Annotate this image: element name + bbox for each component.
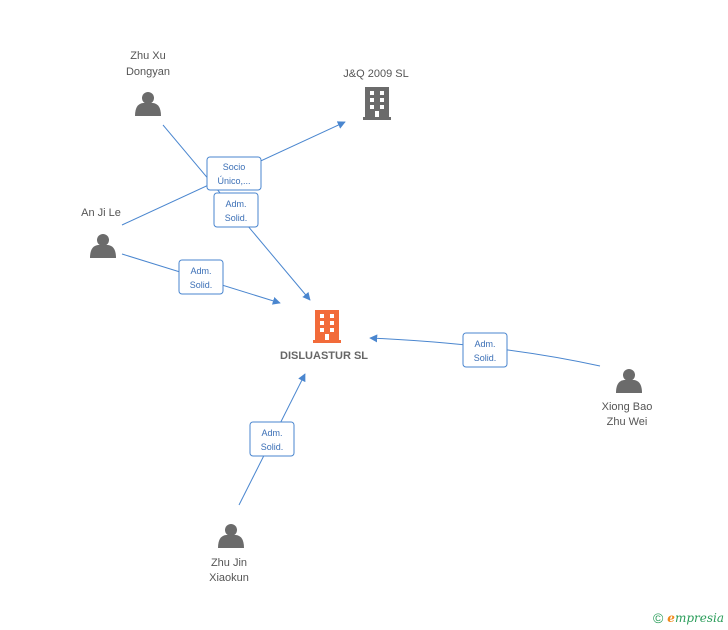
node-zhu-xu-dongyan[interactable]: Zhu Xu Dongyan xyxy=(126,50,170,116)
node-label-line1: Xiong Bao xyxy=(602,401,653,413)
badge-line1: Adm. xyxy=(190,266,211,276)
brand-initial: e xyxy=(667,611,675,625)
edge-badge-socio[interactable]: Socio Único,... xyxy=(206,156,262,191)
node-label-line1: DISLUASTUR SL xyxy=(280,350,368,362)
person-icon xyxy=(135,92,161,116)
building-icon xyxy=(363,87,391,120)
badge-line1: Adm. xyxy=(474,339,495,349)
badge-line2: Solid. xyxy=(261,442,284,452)
badge-line1: Socio xyxy=(223,162,246,172)
badge-line2: Solid. xyxy=(474,353,497,363)
node-label-line1: Zhu Xu xyxy=(130,50,165,62)
node-label-line2: Zhu Wei xyxy=(607,416,648,428)
person-icon xyxy=(616,369,642,393)
node-disluastur-sl[interactable]: DISLUASTUR SL xyxy=(280,310,368,362)
building-icon xyxy=(313,310,341,343)
badge-line1: Adm. xyxy=(225,199,246,209)
brand-name: mpresia xyxy=(674,611,724,625)
person-icon xyxy=(218,524,244,548)
node-label-line1: J&Q 2009 SL xyxy=(343,68,408,80)
badge-line1: Adm. xyxy=(261,428,282,438)
node-an-ji-le[interactable]: An Ji Le xyxy=(81,207,121,258)
copyright-symbol: © xyxy=(652,610,664,626)
node-label-line2: Dongyan xyxy=(126,66,170,78)
edge-badge-adm-an-ji-le[interactable]: Adm. Solid. xyxy=(178,259,224,295)
node-jq-2009-sl[interactable]: J&Q 2009 SL xyxy=(343,68,409,120)
empresia-logo[interactable]: empresia xyxy=(667,611,724,625)
badge-line2: Único,... xyxy=(217,176,250,186)
badge-line2: Solid. xyxy=(225,213,248,223)
node-zhu-jin-xiaokun[interactable]: Zhu Jin Xiaokun xyxy=(209,524,249,584)
edge-badge-adm-zhu-xu[interactable]: Adm. Solid. xyxy=(213,192,259,228)
edge-badge-adm-xiong-bao[interactable]: Adm. Solid. xyxy=(462,332,508,368)
badge-line2: Solid. xyxy=(190,280,213,290)
edge-badge-adm-zhu-jin[interactable]: Adm. Solid. xyxy=(249,421,295,457)
node-label-line1: An Ji Le xyxy=(81,207,121,219)
footer-brand: © empresia xyxy=(653,610,724,626)
node-label-line1: Zhu Jin xyxy=(211,557,247,569)
node-label-line2: Xiaokun xyxy=(209,572,249,584)
person-icon xyxy=(90,234,116,258)
node-xiong-bao-zhu-wei[interactable]: Xiong Bao Zhu Wei xyxy=(602,369,653,428)
